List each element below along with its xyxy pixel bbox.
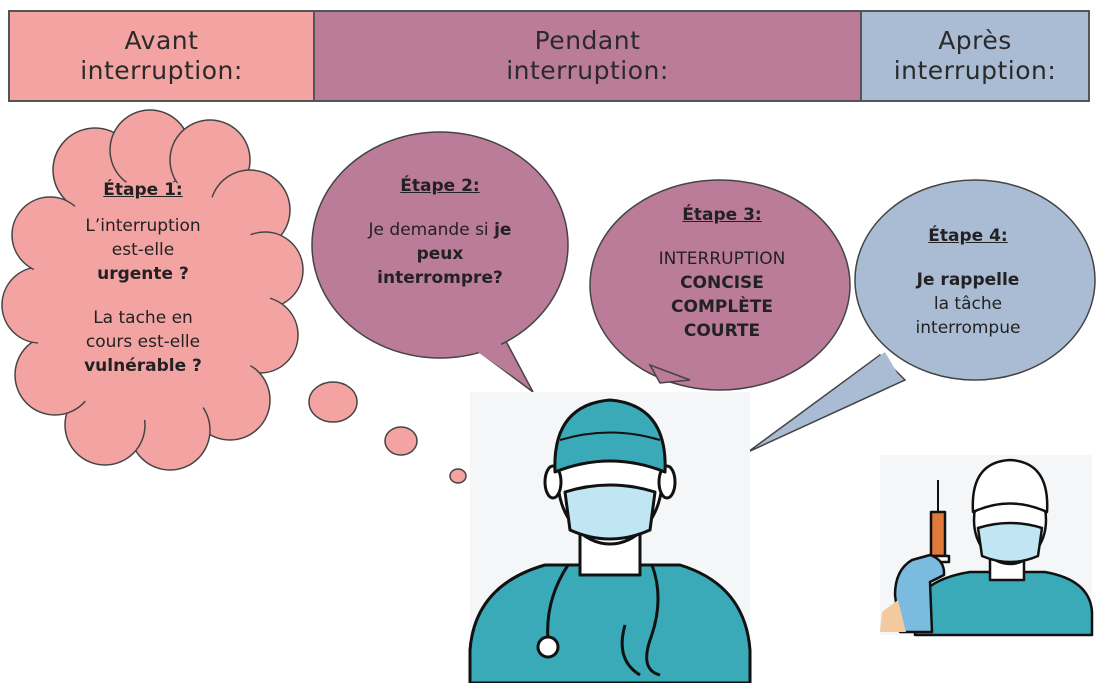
speech-bubble-step2 [311, 131, 569, 393]
step4-line1-bold: Je rappelle [916, 270, 1020, 290]
step3-line4: COURTE [683, 321, 761, 341]
step1-q2-bold: vulnérable ? [84, 356, 202, 376]
step3-line3: COMPLÈTE [671, 297, 773, 317]
step1-q1-line1: L’interruption [85, 216, 201, 236]
step1-title: Étape 1: [103, 180, 183, 200]
speech-bubble-step4 [747, 179, 1096, 453]
phase-during-line1: Pendant [534, 26, 641, 55]
step1-q1-bold: urgente ? [97, 264, 189, 284]
step4-title: Étape 4: [928, 226, 1008, 246]
phase-after-header: Après interruption: [860, 10, 1090, 102]
step2-line2-bold: peux [416, 244, 464, 264]
step3-text: Étape 3: INTERRUPTION CONCISE COMPLÈTE C… [612, 203, 832, 343]
small-nurse-figure [880, 455, 1094, 637]
phase-before-header: Avant interruption: [8, 10, 315, 102]
step3-title: Étape 3: [682, 205, 762, 225]
thought-dots [308, 381, 467, 484]
phase-before-line1: Avant [124, 26, 199, 55]
step4-text: Étape 4: Je rappelle la tâche interrompu… [868, 224, 1068, 340]
step4-line3: interrompue [915, 318, 1021, 338]
phase-during-line2: interruption: [506, 56, 669, 85]
step1-q2-line2: cours est-elle [85, 332, 201, 352]
step2-text: Étape 2: Je demande si je peux interromp… [330, 174, 550, 290]
step3-line2: CONCISE [680, 273, 764, 293]
phase-after-line1: Après [938, 26, 1012, 55]
step3-line1: INTERRUPTION [658, 249, 786, 269]
speech-bubble-step3 [589, 179, 851, 391]
step1-text: Étape 1: L’interruption est-elle urgente… [38, 178, 248, 378]
step2-line1-bold: je [494, 220, 512, 240]
step1-q2-line1: La tache en [93, 308, 193, 328]
main-nurse-figure [468, 392, 752, 683]
step4-line2: la tâche [933, 294, 1003, 314]
phase-before-line2: interruption: [80, 56, 243, 85]
phase-after-line2: interruption: [893, 56, 1057, 85]
step2-title: Étape 2: [400, 176, 480, 196]
step2-line3-bold: interrompre? [377, 268, 503, 288]
step2-line1: Je demande si [368, 220, 489, 240]
thought-cloud-step1 [1, 109, 304, 471]
step1-q1-line2: est-elle [111, 240, 175, 260]
